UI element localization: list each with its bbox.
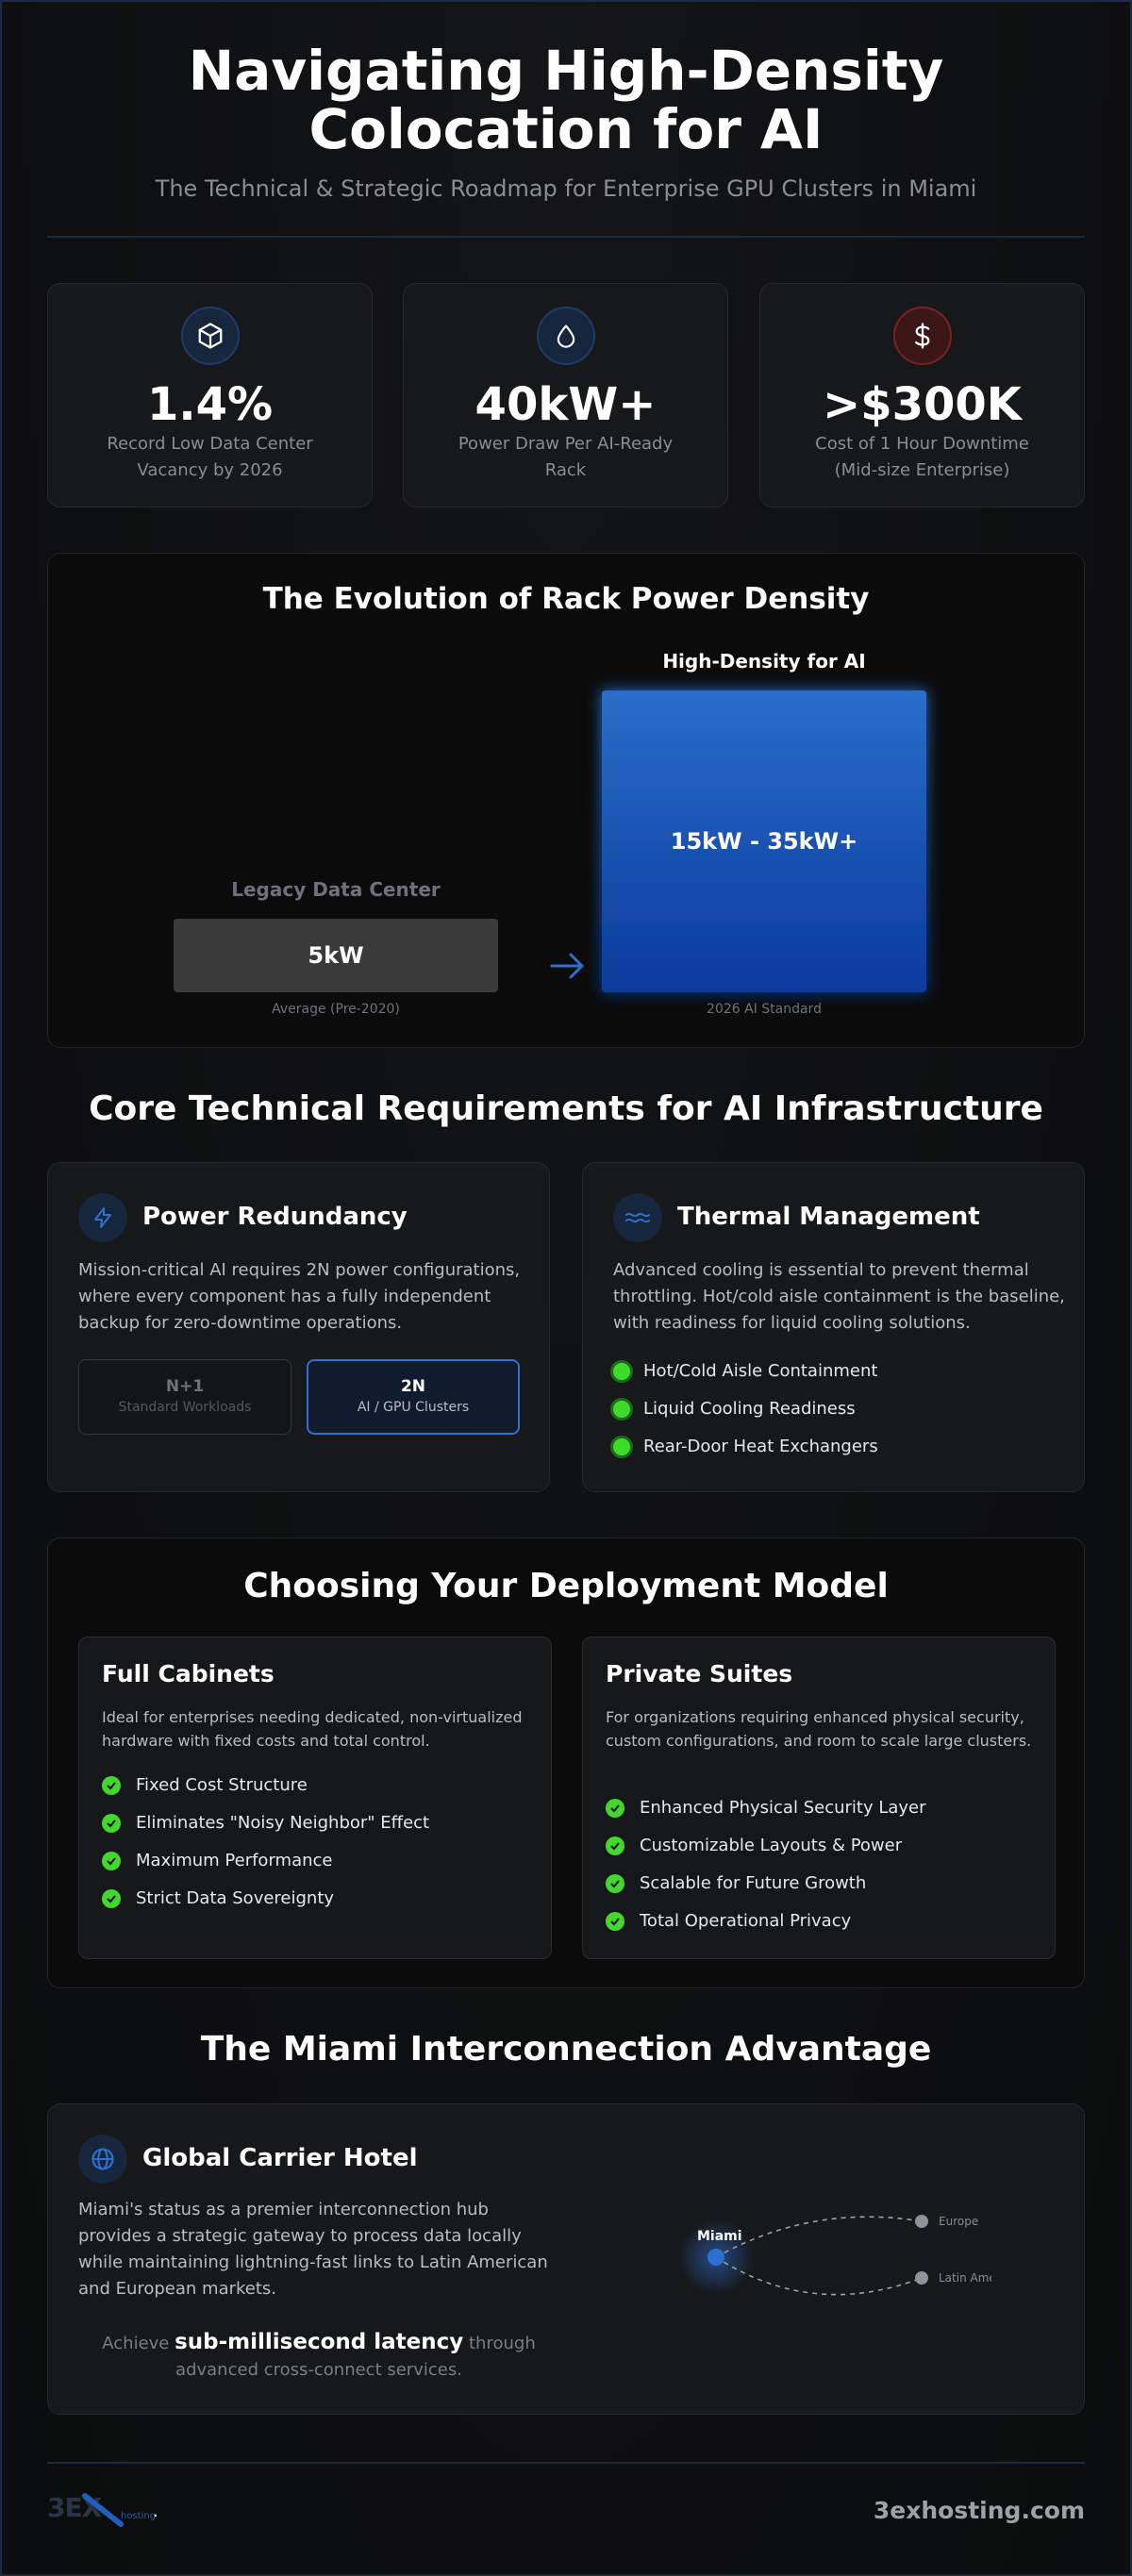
bar-category-label: Legacy Data Center [231,878,441,901]
check-icon [102,1851,121,1870]
latam-label: Latin America [939,2271,991,2285]
stat-card-downtime: >$300K Cost of 1 Hour Downtime (Mid-size… [759,283,1085,507]
thermometer-icon [613,1193,662,1242]
private-suites-card: Private Suites For organizations requiri… [582,1637,1056,1959]
status-dot-icon [613,1362,630,1380]
option-n-plus-1: N+1 Standard Workloads [78,1359,291,1435]
option-name: 2N [400,1377,426,1396]
stat-value: >$300K [822,378,1022,431]
bar-value-label: 15kW - 35kW+ [671,828,857,855]
list-item: Liquid Cooling Readiness [613,1399,856,1419]
deployment-title: Choosing Your Deployment Model [243,1567,889,1605]
latency-highlight: sub-millisecond latency [175,2330,464,2354]
company-logo: 3EX hosting . [47,2490,179,2528]
list-item: Enhanced Physical Security Layer [606,1798,926,1818]
stat-label: Power Draw Per AI-Ready Rack [458,434,674,480]
check-icon [102,1813,121,1833]
logo-x-mark [82,2493,124,2527]
cube-icon [180,307,240,365]
miami-label: Miami [697,2229,742,2244]
check-icon [606,1873,624,1893]
miami-card: Global Carrier Hotel Miami's status as a… [47,2103,1085,2415]
miami-body: Miami's status as a premier interconnect… [78,2200,548,2299]
cabinets-body: Ideal for enterprises needing dedicated,… [102,1708,523,1750]
stat-label: Cost of 1 Hour Downtime (Mid-size Enterp… [815,434,1029,480]
page-subtitle: The Technical & Strategic Roadmap for En… [155,175,977,202]
check-icon [606,1798,624,1818]
page-title: Navigating High-Density Colocation for A… [188,39,944,161]
interconnection-map: Miami Europe Latin America [678,2215,991,2296]
rack-density-chart-card: The Evolution of Rack Power Density 5kW L… [47,553,1085,1048]
website-link[interactable]: 3exhosting.com [873,2497,1085,2524]
bar-value-label: 5kW [308,942,363,969]
europe-node [915,2215,928,2228]
stat-value: 1.4% [146,378,274,431]
cabinets-title: Full Cabinets [102,1660,275,1687]
footer-divider [47,2462,1085,2464]
latency-callout: Achieve sub-millisecond latency through … [102,2330,536,2380]
latam-node [915,2271,928,2285]
route-latam [715,2256,923,2296]
check-icon [102,1775,121,1795]
list-item: Maximum Performance [102,1851,332,1870]
chart-title: The Evolution of Rack Power Density [262,582,870,616]
thermal-title: Thermal Management [677,1203,980,1231]
stat-value: 40kW+ [474,378,657,431]
check-icon [606,1836,624,1855]
suites-title: Private Suites [606,1660,793,1687]
option-2n: 2N AI / GPU Clusters [307,1359,520,1435]
bar-category-label: High-Density for AI [662,650,865,673]
power-title: Power Redundancy [142,1203,408,1231]
miami-node [708,2249,724,2266]
option-desc: Standard Workloads [118,1400,252,1415]
power-redundancy-card: Power Redundancy Mission-critical AI req… [47,1162,550,1492]
droplet-icon [536,307,595,365]
core-section-title: Core Technical Requirements for AI Infra… [89,1089,1043,1128]
suites-body: For organizations requiring enhanced phy… [606,1708,1032,1750]
lightning-icon [78,1193,127,1242]
list-item: Fixed Cost Structure [102,1775,308,1795]
list-item: Strict Data Sovereignty [102,1888,334,1908]
thermal-body: Advanced cooling is essential to prevent… [613,1260,1065,1333]
status-dot-icon [613,1400,630,1418]
option-name: N+1 [165,1377,205,1396]
list-item: Total Operational Privacy [606,1911,851,1931]
stat-card-power: 40kW+ Power Draw Per AI-Ready Rack [403,283,728,507]
power-body: Mission-critical AI requires 2N power co… [78,1260,521,1333]
dollar-icon [892,307,952,365]
thermal-management-card: Thermal Management Advanced cooling is e… [582,1162,1085,1492]
list-item: Scalable for Future Growth [606,1873,866,1893]
header-divider [47,236,1085,238]
route-europe [715,2216,923,2258]
miami-section-title: The Miami Interconnection Advantage [200,2030,932,2069]
chart-bar [602,690,926,992]
europe-label: Europe [939,2215,978,2228]
chart-bar [174,919,498,992]
list-item: Customizable Layouts & Power [606,1836,902,1855]
bar-caption: Average (Pre-2020) [272,1002,400,1017]
list-item: Rear-Door Heat Exchangers [613,1437,878,1456]
stat-card-vacancy: 1.4% Record Low Data Center Vacancy by 2… [47,283,373,507]
list-item: Hot/Cold Aisle Containment [613,1361,877,1381]
option-desc: AI / GPU Clusters [357,1400,470,1415]
check-icon [606,1911,624,1931]
deployment-model-card: Choosing Your Deployment Model Full Cabi… [47,1537,1085,1988]
stat-label: Record Low Data Center Vacancy by 2026 [107,434,313,480]
check-icon [102,1888,121,1908]
arrow-right-icon [550,953,584,979]
bar-caption: 2026 AI Standard [707,1002,822,1017]
globe-icon [78,2135,127,2184]
status-dot-icon [613,1438,630,1455]
miami-card-title: Global Carrier Hotel [142,2144,418,2172]
list-item: Eliminates "Noisy Neighbor" Effect [102,1813,429,1833]
full-cabinets-card: Full Cabinets Ideal for enterprises need… [78,1637,552,1959]
